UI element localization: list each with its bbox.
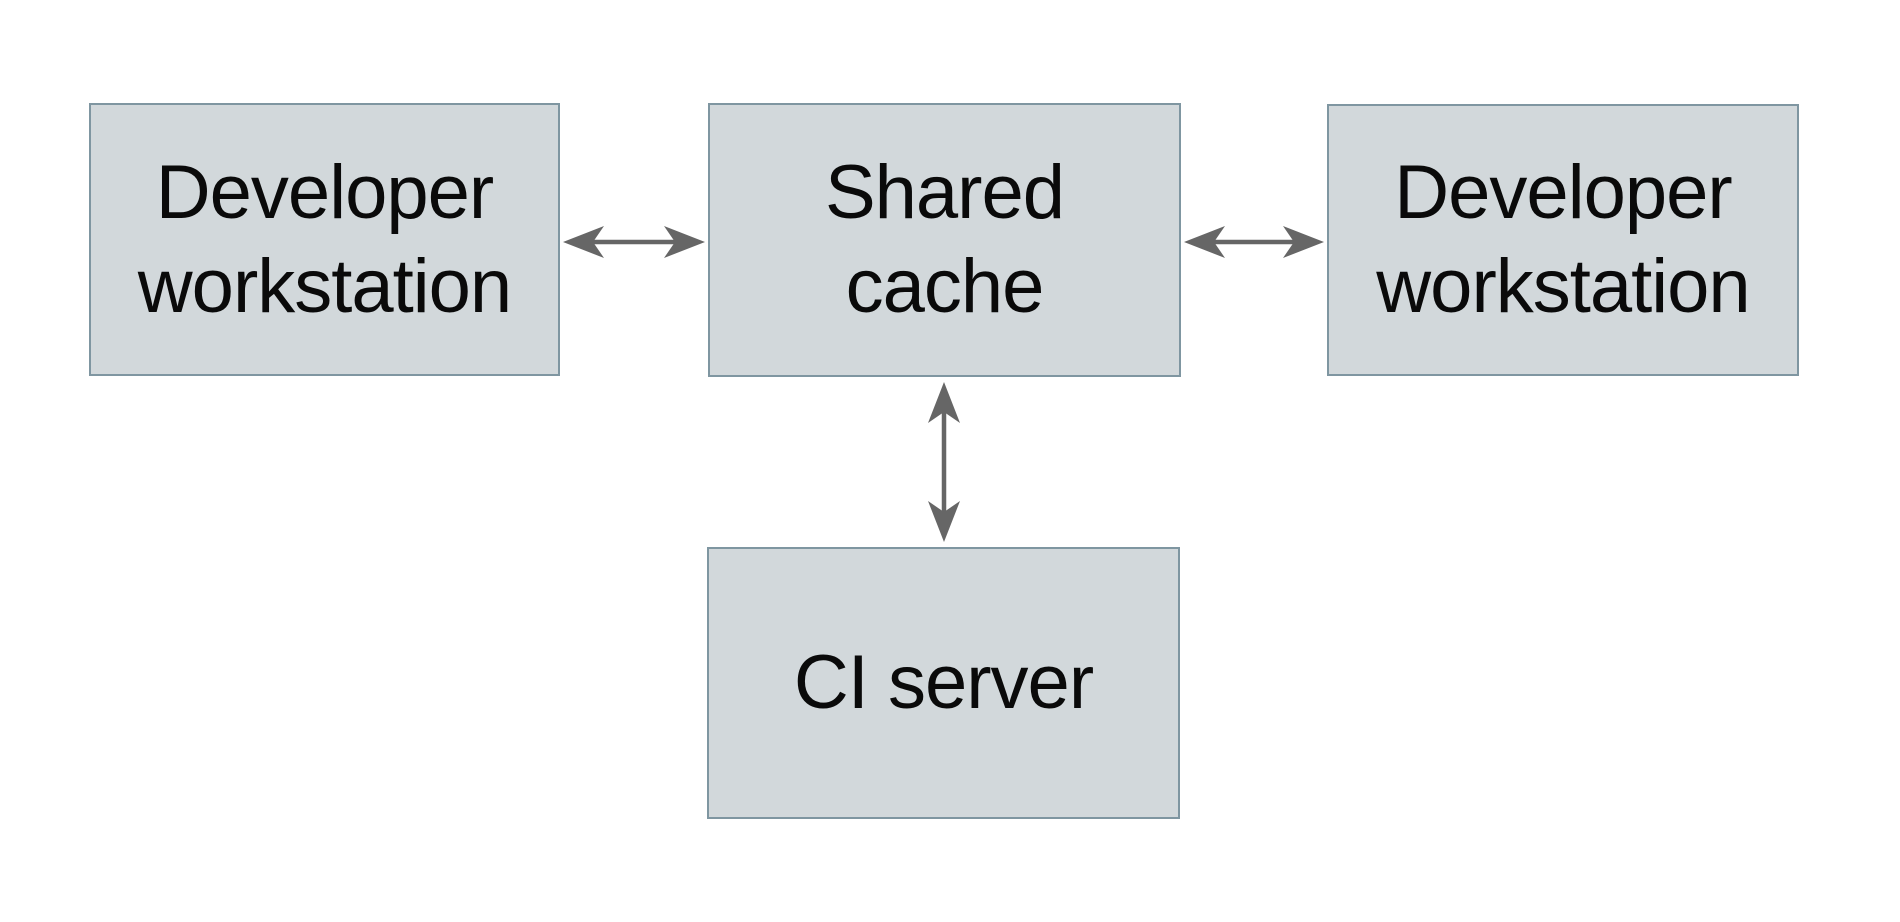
node-ci-server: CI server <box>707 547 1180 819</box>
arrowhead-up-icon <box>928 382 960 423</box>
node-label-line: Shared <box>824 150 1065 235</box>
node-label-line: Developer <box>1394 150 1732 235</box>
arrowhead-left-icon <box>563 226 604 258</box>
node-shared-cache: Shared cache <box>708 103 1181 377</box>
node-developer-workstation-left: Developer workstation <box>89 103 560 376</box>
node-label-line: CI server <box>793 640 1094 725</box>
arrowhead-right-icon <box>1283 226 1324 258</box>
node-developer-workstation-right: Developer workstation <box>1327 104 1799 376</box>
arrowhead-left-icon <box>1184 226 1225 258</box>
arrowhead-down-icon <box>928 501 960 542</box>
node-label-line: workstation <box>137 243 512 329</box>
bidirectional-arrow-left-cache-icon <box>563 226 705 258</box>
bidirectional-arrow-cache-right-icon <box>1184 226 1324 258</box>
node-label-line: cache <box>845 244 1045 329</box>
bidirectional-arrow-cache-ci-icon <box>928 382 960 542</box>
node-label-line: Developer <box>155 149 494 235</box>
node-label-line: workstation <box>1376 244 1750 329</box>
arrowhead-right-icon <box>664 226 705 258</box>
